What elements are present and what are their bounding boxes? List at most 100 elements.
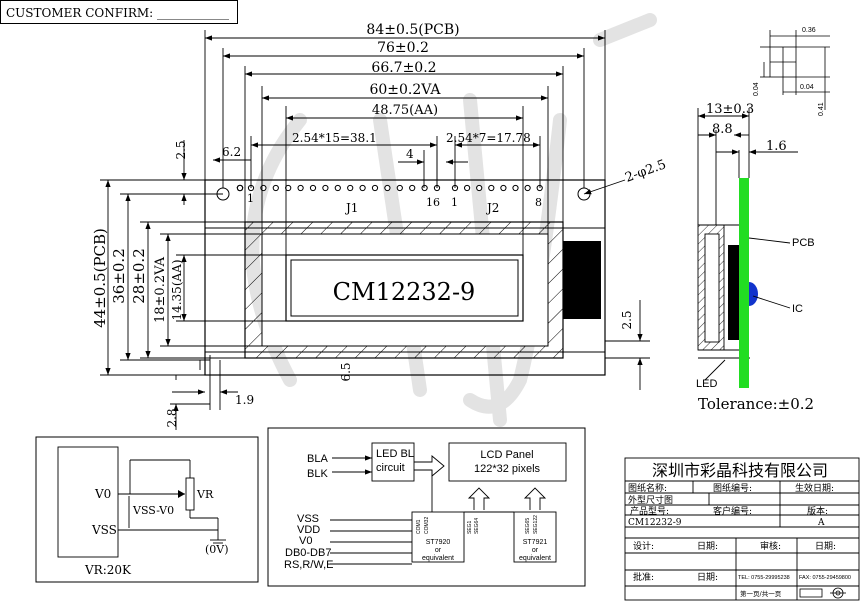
dim-aa-height: 14.35(AA): [170, 259, 184, 320]
block-st7920: ST7920: [426, 539, 451, 546]
tb-approve: 批准:: [633, 571, 654, 583]
side-ic-label: IC: [792, 303, 803, 315]
tb-drawing-name: 图纸名称:: [628, 482, 667, 494]
circuit-v0: V0: [94, 487, 111, 501]
block-rs: RS,R/W,E: [284, 559, 334, 571]
dim-va-width: 60±0.2VA: [369, 82, 441, 98]
tb-effective-date: 生效日期:: [795, 482, 834, 494]
active-area: [285, 254, 524, 322]
side-view: [697, 108, 798, 359]
dim-va-height: 18±0.2VA: [153, 256, 168, 323]
side-dim-8-8: 8.8: [712, 122, 733, 137]
tb-date1: 日期:: [697, 541, 718, 552]
block-equiv1: equivalent: [422, 555, 454, 562]
customer-confirm-label: CUSTOMER CONFIRM: ____________: [6, 6, 229, 20]
connector-pin: [396, 184, 403, 192]
horizontal-dimensions: [204, 30, 606, 255]
dim-aa-width: 48.75(AA): [372, 103, 438, 118]
pcb-outline: [204, 179, 606, 376]
tb-customer-no: 客户编号:: [713, 505, 752, 517]
circuit-box: [35, 436, 259, 583]
lcd-glass-side: [728, 245, 739, 340]
title-block: [624, 457, 860, 601]
customer-confirm-box: [0, 0, 238, 24]
j1-pin1-label: 1: [247, 192, 254, 205]
block-equiv2: equivalent: [519, 555, 551, 562]
tb-date2: 日期:: [815, 541, 836, 552]
wiper-arrow: [178, 490, 185, 498]
tb-model-value: CM12232-9: [628, 518, 682, 528]
dim-2-5-right: 2.5: [620, 310, 634, 329]
pixel-dim-036: 0.36: [802, 27, 816, 34]
tolerance-label: Tolerance:±0.2: [698, 395, 814, 413]
tb-page: 第一页/共一页: [740, 589, 782, 598]
connector-pin: [309, 184, 317, 192]
pixel-dim-004b: 0.04: [800, 84, 814, 91]
connector-pin: [371, 184, 379, 192]
tb-outline: 外型尺寸图: [628, 494, 673, 506]
connector-pin: [384, 184, 391, 192]
dim-pcb-width: 84±0.5(PCB): [366, 22, 459, 38]
connector-pin: [512, 184, 519, 192]
block-pixels: 122*32 pixels: [474, 463, 541, 475]
block-bla: BLA: [307, 453, 328, 465]
block-db: DB0-DB7: [285, 547, 331, 559]
connector-pin: [464, 184, 471, 192]
hole-leader: [583, 179, 626, 195]
lcd-model-label: CM12232-9: [333, 278, 476, 306]
ic-leader: [752, 295, 791, 309]
tb-date3: 日期:: [697, 572, 718, 583]
block-seg64: SEG64: [474, 518, 480, 534]
tb-version: 版本:: [807, 505, 828, 517]
tb-version-value: A: [817, 518, 825, 528]
connector-pin: [409, 184, 416, 192]
j2-pin1-label: 1: [451, 196, 458, 209]
connector-pin: [347, 184, 354, 192]
side-dim-1-6: 1.6: [766, 139, 787, 154]
j2-pin8-label: 8: [535, 196, 542, 209]
block-seg1: SEG1: [467, 520, 473, 534]
dim-pitch-j1: 2.54*15=38.1: [292, 131, 377, 145]
pixel-dim-041: 0.41: [818, 102, 825, 116]
connector-pin: [500, 184, 507, 192]
dim-76: 76±0.2: [377, 40, 429, 56]
watermark: [245, 13, 657, 427]
active-area-inner: [290, 259, 519, 317]
dim-1-9: 1.9: [235, 393, 254, 407]
connector-pin: [524, 184, 531, 192]
connector-pin: [297, 184, 304, 192]
connector-pin: [476, 184, 483, 192]
company-name: 深圳市彩晶科技有限公司: [652, 461, 828, 480]
side-pcb-label: PCB: [792, 237, 815, 249]
connector-pin: [421, 184, 428, 192]
backlight-connector: [563, 241, 601, 319]
dim-2-8: 2.8: [165, 408, 179, 427]
vertical-dimensions: [100, 140, 650, 430]
circuit-ground: (0V): [205, 543, 229, 556]
circuit-vss-v0: VSS-V0: [132, 504, 174, 517]
connector-pin: [334, 184, 341, 192]
dim-2-5-top: 2.5: [174, 140, 188, 159]
j2-label: J2: [485, 201, 499, 215]
block-diagram: [330, 442, 567, 565]
block-lcd-panel: LCD Panel: [480, 449, 533, 461]
tb-fax: FAX: 0755-29459800: [799, 575, 851, 581]
block-or1: or: [435, 547, 442, 554]
dim-28: 28±0.2: [130, 248, 148, 304]
dim-6-2: 6.2: [222, 145, 241, 159]
j1-pin16-label: 16: [426, 196, 440, 209]
dim-hole: 2-φ2.5: [623, 157, 668, 186]
tb-design: 设计:: [633, 540, 654, 552]
j1-label: J1: [344, 201, 358, 215]
block-vdd: VDD: [297, 524, 320, 536]
connector-pin: [272, 184, 279, 192]
connector-pins: [236, 184, 543, 192]
pixel-detail: [760, 30, 830, 110]
dim-66-7: 66.7±0.2: [371, 60, 436, 76]
circuit-vr-value: VR:20K: [84, 563, 132, 577]
dim-pcb-height: 44±0.5(PCB): [91, 228, 109, 328]
connector-pin: [488, 184, 495, 192]
connector-pin: [322, 184, 329, 192]
block-seg65: SEG65: [525, 518, 531, 534]
